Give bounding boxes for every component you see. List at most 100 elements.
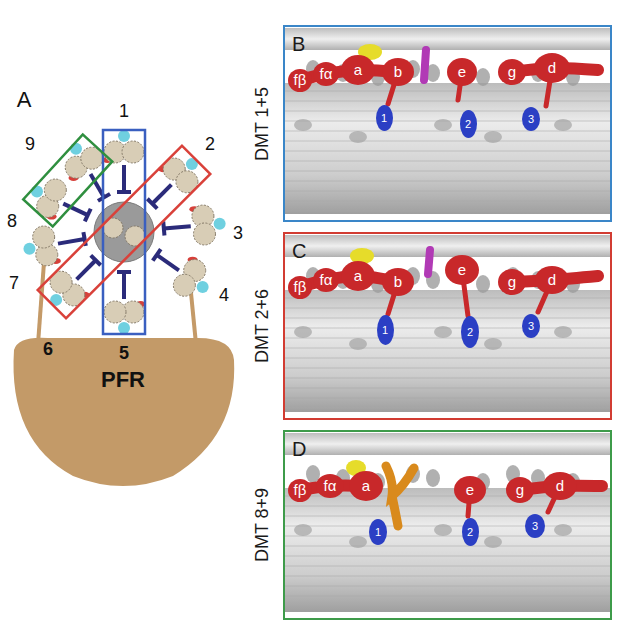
selection-box (103, 130, 145, 334)
density-feature (554, 524, 572, 536)
protofilament (285, 91, 610, 92)
blob-label: b (394, 64, 402, 81)
spoke-head (163, 222, 164, 236)
protofilament (285, 101, 610, 102)
density-blob: fα (313, 268, 339, 292)
doublet-number: 8 (7, 212, 17, 232)
density-blob: e (454, 476, 486, 504)
protofilament (285, 298, 610, 299)
blob-label: fβ (294, 72, 307, 89)
blob-label: fα (320, 66, 333, 83)
blob-shape (316, 474, 344, 498)
density-blob: fβ (288, 276, 312, 299)
density-blob (424, 50, 426, 80)
density-blob: e (445, 255, 479, 285)
tomogram-panel: fβfαabegd123CDMT 2+6 (283, 232, 612, 420)
microtubule-density (285, 433, 610, 455)
panel-title: DMT 1+5 (253, 86, 273, 160)
protofilament (285, 368, 610, 369)
dynein-blob: 2 (462, 518, 479, 546)
density-feature (349, 536, 367, 548)
density-blob: g (506, 477, 534, 503)
density-blob: fβ (288, 69, 312, 92)
density-feature (554, 326, 572, 338)
protofilament (285, 606, 610, 607)
outer-protein (118, 130, 130, 142)
radial-spoke (58, 239, 85, 244)
blob-shape (288, 276, 312, 299)
blob-label: 3 (528, 113, 534, 125)
protofilament (285, 358, 610, 359)
protofilament (285, 161, 610, 162)
pfr-shape (13, 338, 234, 486)
density-feature (434, 326, 452, 338)
doublet-number: 6 (43, 340, 53, 360)
doublet-number: 9 (25, 135, 35, 155)
blob-label: a (362, 478, 370, 495)
density-blob: g (498, 269, 526, 295)
blob-shape (445, 255, 479, 285)
doublet-microtubule (193, 223, 215, 245)
dynein-blob: 1 (376, 105, 393, 131)
blob-shape (525, 514, 545, 538)
doublet-microtubule (44, 179, 66, 201)
blob-label: 1 (375, 526, 381, 538)
protofilament (285, 546, 610, 547)
protofilament (285, 171, 610, 172)
dynein-blob: 1 (377, 315, 394, 345)
density-feature (434, 524, 452, 536)
spoke-head (147, 199, 157, 209)
blob-shape (534, 53, 570, 83)
microtubule-density (285, 28, 610, 50)
outer-protein (197, 281, 209, 293)
density-map (285, 235, 610, 412)
blob-label: e (458, 64, 466, 81)
density-blob: a (341, 55, 375, 85)
density-blob: fβ (288, 479, 312, 502)
density-feature (294, 119, 312, 131)
blob-shape (369, 519, 387, 545)
density-feature (294, 524, 312, 536)
protofilament (285, 181, 610, 182)
blob-label: 2 (467, 326, 473, 338)
dynein-blob: 3 (522, 107, 540, 131)
density-blob: d (535, 266, 569, 294)
protofilament (285, 398, 610, 399)
density-blob: g (498, 59, 526, 85)
doublet-microtubule (173, 274, 195, 296)
blob-shape (341, 261, 375, 291)
blob-shape (341, 55, 375, 85)
density-feature (294, 326, 312, 338)
radial-spoke (157, 255, 179, 270)
density-feature (349, 131, 367, 143)
blob-label: g (516, 482, 524, 499)
dynein-blob: 2 (460, 110, 477, 138)
protofilament (285, 308, 610, 309)
protofilament (285, 556, 610, 557)
protofilament (285, 408, 610, 409)
protofilament (285, 516, 610, 517)
blob-shape (313, 62, 339, 86)
blob-label: 1 (382, 324, 388, 336)
blob-shape (454, 476, 486, 504)
protofilament (285, 566, 610, 567)
dynein-blob: 3 (522, 314, 540, 338)
blob-label: e (466, 482, 474, 499)
blob-label: d (556, 478, 564, 495)
blob-label: 3 (532, 520, 538, 532)
density-blob (386, 466, 414, 526)
protofilament (285, 201, 610, 202)
pfr-label: PFR (8, 368, 238, 392)
selection-box (38, 146, 211, 319)
radial-spoke (164, 226, 191, 228)
density-blob (428, 250, 430, 274)
dynein-blob: 2 (461, 316, 479, 348)
dynein-blob: 1 (369, 519, 387, 545)
panel-letter: C (292, 240, 306, 262)
density-blob: b (382, 58, 414, 86)
doublet-number: 5 (119, 344, 129, 364)
density-feature (554, 119, 572, 131)
blob-shape (522, 314, 540, 338)
